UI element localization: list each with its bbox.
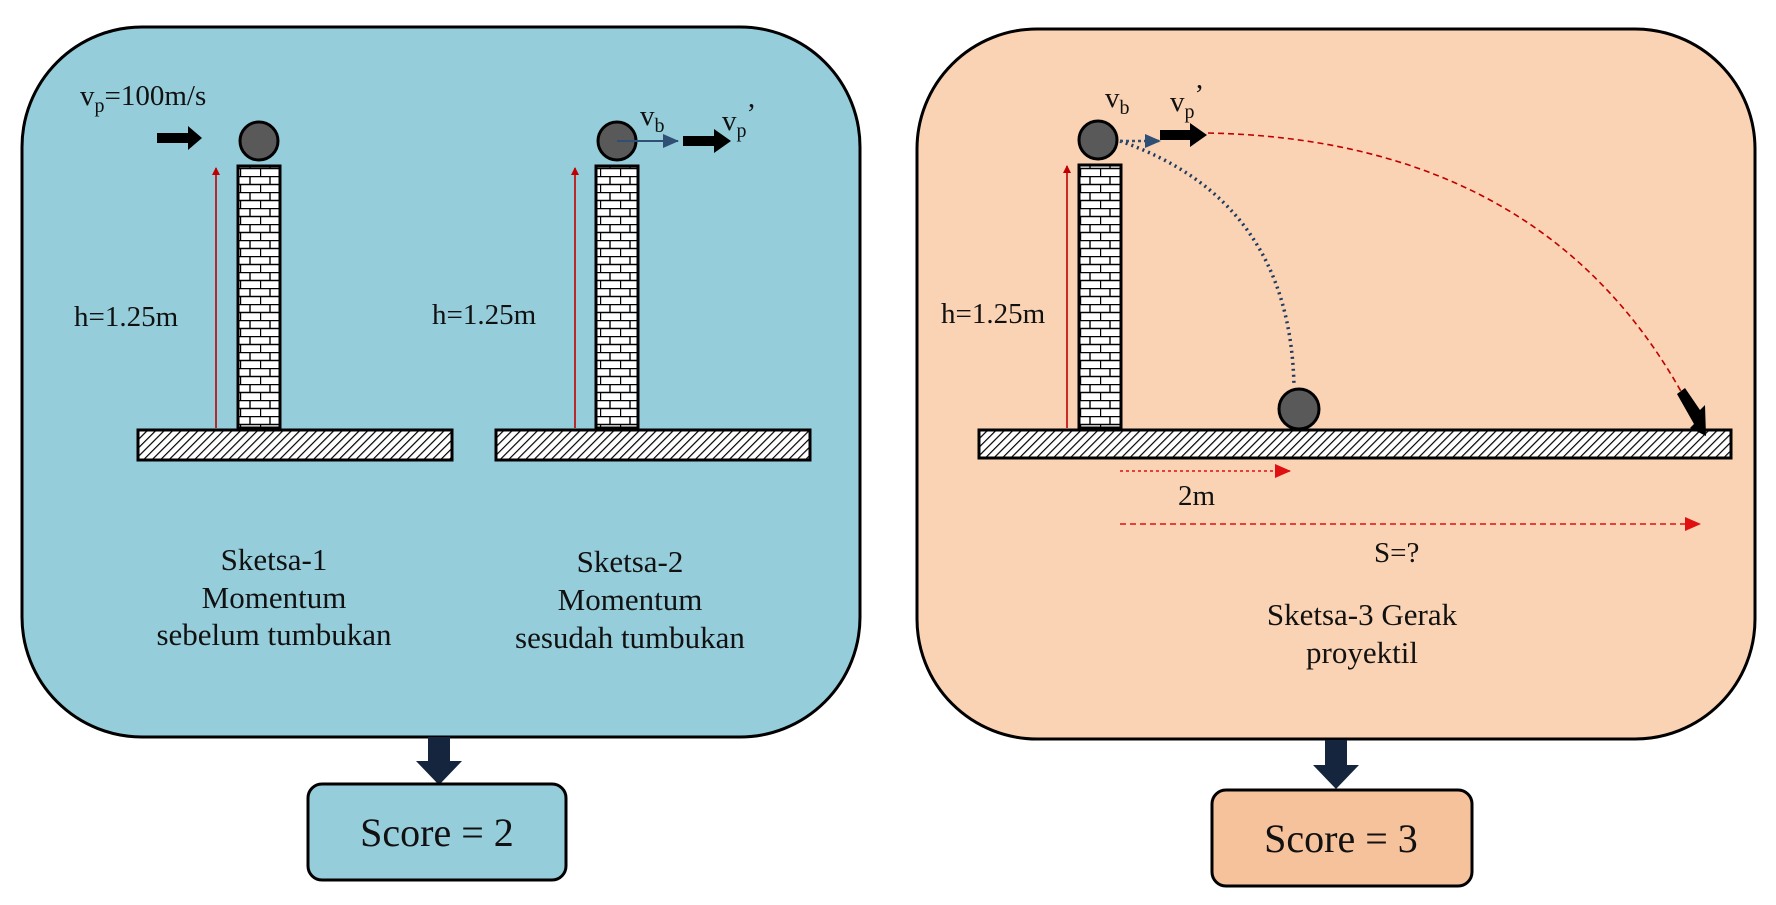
ground — [977, 428, 1733, 460]
height-label: h=1.25m — [432, 299, 537, 331]
score-box-left — [306, 782, 568, 882]
sketch-2: vb vp’ h=1.25m Sketsa-2 Momentum sesudah… — [432, 98, 812, 655]
caption-line-1: Sketsa-2 — [577, 544, 684, 579]
vb-label: vb — [1105, 82, 1130, 119]
score-text-right: Score = 3 — [1264, 816, 1418, 861]
block-ball-landed — [1277, 387, 1321, 431]
bullet-impact-arrow — [1677, 388, 1706, 436]
bullet-arrow — [683, 129, 731, 153]
caption-line-1: Sketsa-3 Gerak — [1267, 597, 1458, 632]
bullet-arrow — [157, 126, 202, 150]
brick-tower — [594, 164, 640, 430]
score-text-left: Score = 2 — [360, 810, 514, 855]
score-box-right — [1210, 788, 1474, 888]
connector-arrow-left — [416, 737, 462, 785]
brick-tower — [236, 164, 282, 430]
caption-line-2: Momentum — [202, 580, 347, 615]
caption-line-3: sesudah tumbukan — [515, 620, 745, 655]
caption-line-2: proyektil — [1306, 635, 1418, 670]
ball-trajectory — [1119, 139, 1296, 387]
caption-line-3: sebelum tumbukan — [156, 617, 392, 652]
ground — [136, 428, 454, 462]
height-label: h=1.25m — [74, 301, 179, 333]
ball-distance-label: 2m — [1178, 480, 1216, 512]
brick-tower — [1077, 163, 1123, 430]
right-panel-background — [915, 27, 1757, 741]
bullet-distance-label: S=? — [1374, 537, 1419, 569]
vp-prime-label: vp’ — [1170, 79, 1204, 123]
sketch-1: vp=100m/s h=1.25m Sketsa-1 Momentum sebe… — [74, 80, 454, 652]
ground — [494, 428, 812, 462]
caption-line-1: Sketsa-1 — [221, 542, 328, 577]
sketch-3: vb vp’ h=1.25m 2m S=? Sketsa-3 Gerak pro… — [941, 79, 1733, 670]
vb-label: vb — [640, 100, 665, 137]
block-ball-start — [1077, 119, 1119, 161]
connector-arrow-right — [1313, 740, 1359, 789]
bullet-velocity-label: vp=100m/s — [80, 80, 206, 117]
block-ball — [238, 120, 280, 162]
bullet-arrow — [1160, 123, 1207, 147]
height-label: h=1.25m — [941, 298, 1046, 330]
vp-prime-label: vp’ — [722, 98, 756, 142]
bullet-trajectory — [1207, 132, 1691, 409]
caption-line-2: Momentum — [558, 582, 703, 617]
